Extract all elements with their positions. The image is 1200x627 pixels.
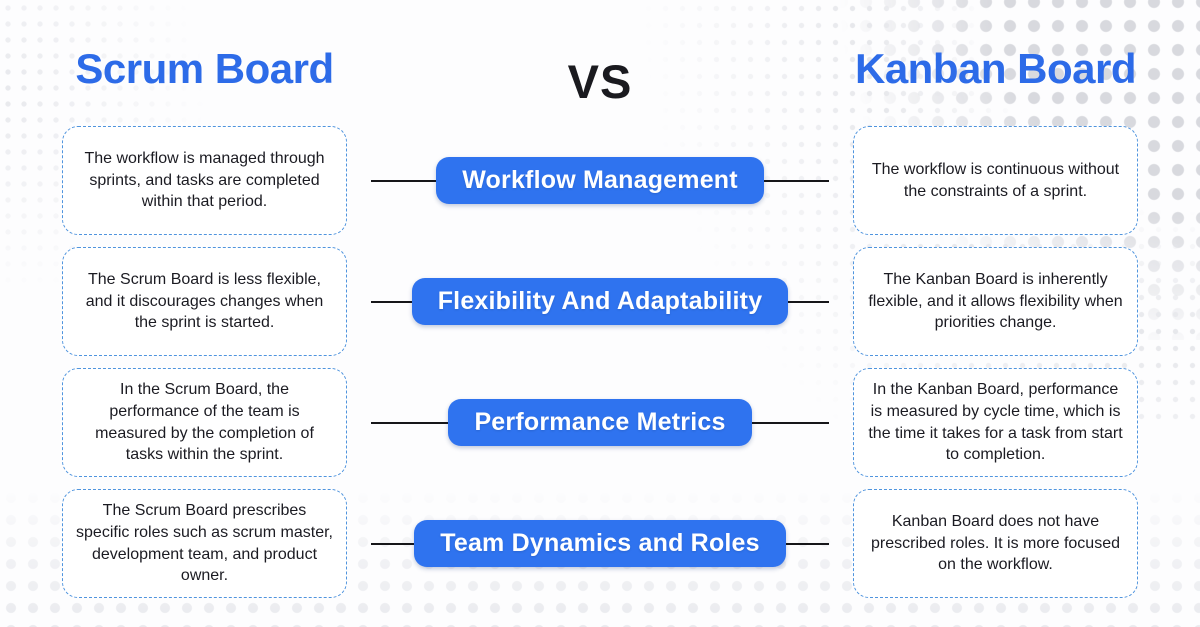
comparison-row-performance-metrics: In the Scrum Board, the performance of t…	[62, 368, 1139, 477]
scrum-card: The Scrum Board prescribes specific role…	[62, 489, 347, 598]
scrum-card-text: The Scrum Board is less flexible, and it…	[85, 271, 324, 332]
comparison-row-workflow-management: The workflow is managed through sprints,…	[62, 126, 1138, 235]
scrum-card-text: The Scrum Board prescribes specific role…	[76, 502, 333, 585]
connector-line	[751, 421, 830, 424]
kanban-card-text: The Kanban Board is inherently flexible,…	[868, 271, 1123, 332]
category-pill: Performance Metrics	[448, 399, 752, 446]
kanban-card-text: Kanban Board does not have prescribed ro…	[871, 513, 1120, 574]
comparison-row-flexibility: The Scrum Board is less flexible, and it…	[62, 247, 1139, 356]
category-pill: Team Dynamics and Roles	[414, 520, 786, 567]
scrum-card: In the Scrum Board, the performance of t…	[62, 368, 347, 477]
connector-line	[371, 542, 415, 545]
scrum-board-title: Scrum Board	[75, 45, 334, 92]
comparison-row-team-dynamics: The Scrum Board prescribes specific role…	[62, 489, 1138, 598]
category-pill-label: Workflow Management	[462, 166, 738, 194]
kanban-card: In the Kanban Board, performance is meas…	[853, 368, 1139, 477]
connector-line	[785, 542, 829, 545]
category-pill-label: Team Dynamics and Roles	[440, 529, 760, 557]
kanban-card-text: The workflow is continuous without the c…	[871, 160, 1120, 200]
connector-line	[371, 179, 437, 182]
category-pill-label: Performance Metrics	[474, 408, 726, 436]
scrum-card: The workflow is managed through sprints,…	[62, 126, 347, 235]
category-pill: Flexibility And Adaptability	[411, 278, 789, 325]
connector-line	[371, 300, 412, 303]
category-pill-label: Flexibility And Adaptability	[437, 287, 763, 315]
kanban-card: The Kanban Board is inherently flexible,…	[853, 247, 1139, 356]
vs-label: VS	[567, 54, 633, 108]
kanban-card: Kanban Board does not have prescribed ro…	[853, 489, 1138, 598]
kanban-card-text: In the Kanban Board, performance is meas…	[868, 381, 1123, 464]
connector-line	[763, 179, 829, 182]
comparison-rows: The workflow is managed through sprints,…	[0, 124, 1200, 598]
category-pill: Workflow Management	[436, 157, 764, 204]
connector-line	[371, 421, 449, 424]
kanban-card: The workflow is continuous without the c…	[853, 126, 1138, 235]
kanban-board-title: Kanban Board	[854, 45, 1137, 92]
header: Scrum Board VS Kanban Board	[0, 0, 1200, 124]
scrum-card: The Scrum Board is less flexible, and it…	[62, 247, 347, 356]
connector-line	[788, 300, 830, 303]
scrum-card-text: The workflow is managed through sprints,…	[84, 150, 325, 211]
scrum-card-text: In the Scrum Board, the performance of t…	[95, 381, 314, 464]
